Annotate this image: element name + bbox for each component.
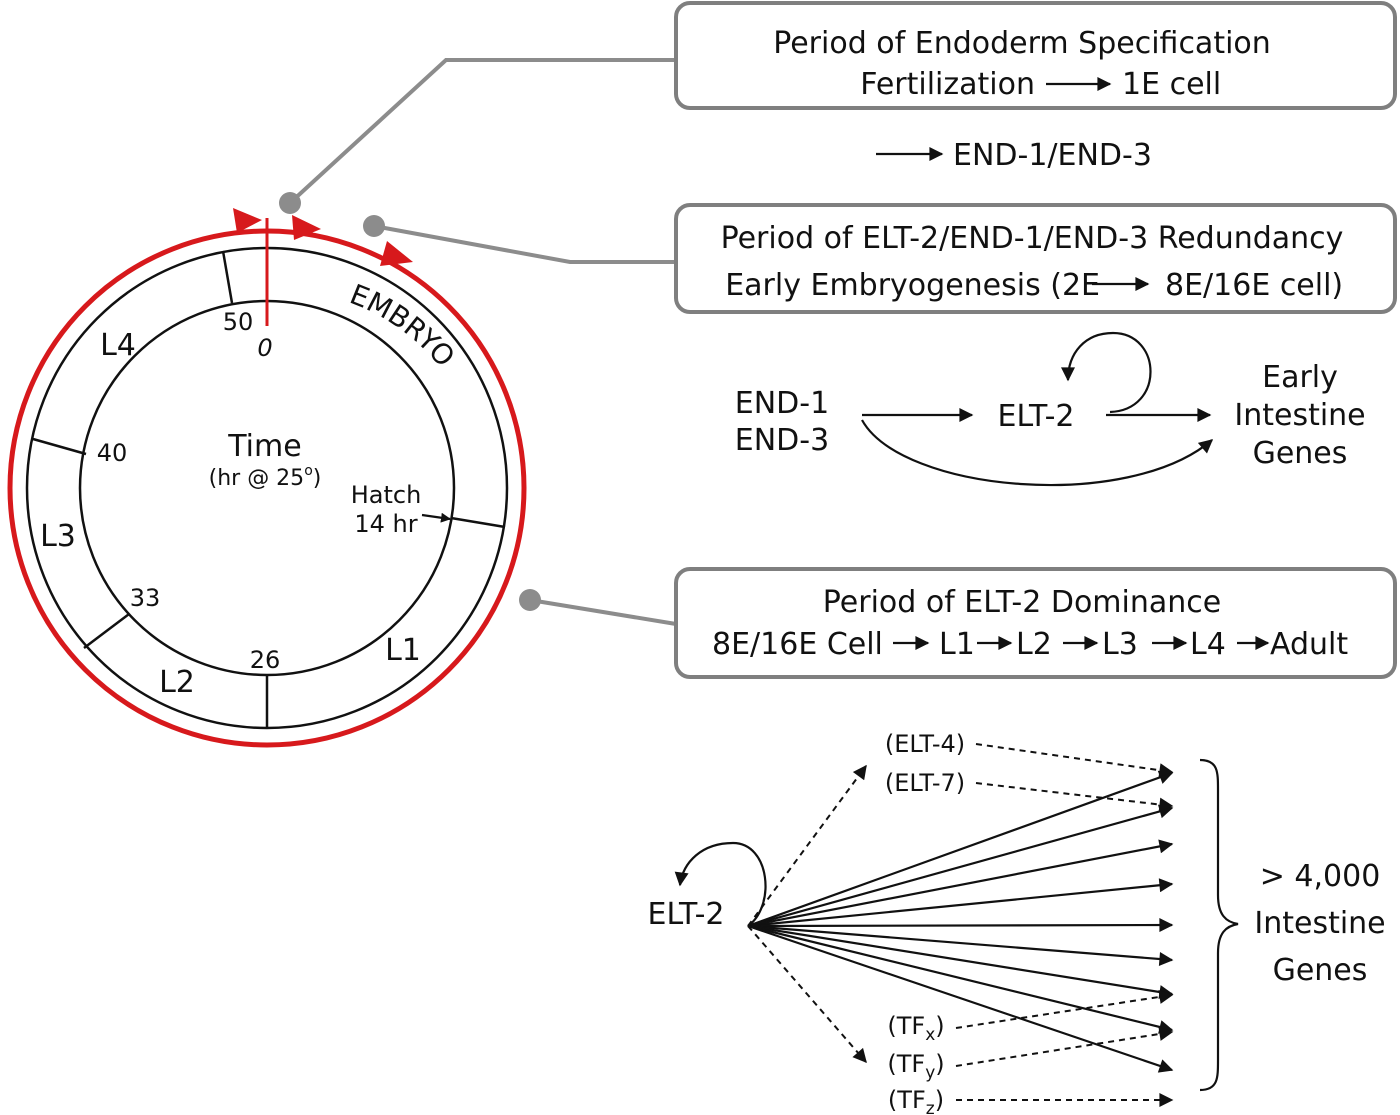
time-title: Time xyxy=(227,429,301,464)
red-arrowhead-1 xyxy=(233,208,262,233)
mid-end1-end3: END-1/END-3 xyxy=(953,138,1152,173)
net2-intestine: Intestine xyxy=(1254,906,1385,941)
connector-dot-2 xyxy=(363,215,385,237)
red-arrowhead-2 xyxy=(292,215,321,240)
tick-hatch xyxy=(450,516,506,529)
tick-50 xyxy=(221,250,234,304)
box2-early: Early Embryogenesis (2E xyxy=(725,268,1100,303)
stage-l3: L3 xyxy=(40,519,76,554)
net2-elt4: (ELT-4) xyxy=(885,730,965,758)
red-arrowhead-3 xyxy=(380,241,413,266)
box-dominance: Period of ELT-2 Dominance 8E/16E Cell L1… xyxy=(674,567,1397,679)
box3-l1: L1 xyxy=(939,627,975,662)
hatch-label: Hatch xyxy=(351,481,422,509)
elt2-to-gene-arrow-4 xyxy=(747,878,1174,928)
net2-genes-brace xyxy=(1199,758,1239,1092)
connector-dot-3 xyxy=(519,589,541,611)
connector-specification xyxy=(288,58,676,205)
net1-end-to-genes xyxy=(861,419,1214,487)
net2-elt7: (ELT-7) xyxy=(885,769,965,797)
box1-1e-cell: 1E cell xyxy=(1122,67,1221,102)
box3-l3: L3 xyxy=(1102,627,1138,662)
net2-regulatory-arrows xyxy=(747,743,1174,1107)
box-endoderm-specification: Period of Endoderm Specification Fertili… xyxy=(674,1,1397,110)
net1-intestine: Intestine xyxy=(1234,398,1365,433)
net2-tfy: (TFy) xyxy=(887,1050,944,1083)
net2-elt2-self-loop xyxy=(674,841,767,927)
connector-dominance xyxy=(529,598,677,626)
net2-tfz: (TFz) xyxy=(888,1086,944,1115)
elt2-to-gene-arrow-8 xyxy=(747,924,1174,1034)
tick-40 xyxy=(32,437,87,456)
elt2-to-gene-arrow-2 xyxy=(747,804,1174,928)
stage-l4: L4 xyxy=(100,328,136,363)
time-26: 26 xyxy=(250,646,281,674)
time-50: 50 xyxy=(223,308,254,336)
time-units: (hr @ 25o) xyxy=(209,463,322,491)
network-dominance: ELT-2 (ELT-4) (ELT-7) (TFx) (TFy) (TFz) … xyxy=(647,730,1385,1115)
time-33: 33 xyxy=(130,584,161,612)
net2-tfx: (TFx) xyxy=(887,1012,944,1045)
box2-title: Period of ELT-2/END-1/END-3 Redundancy xyxy=(721,221,1344,256)
box3-8e16e: 8E/16E Cell xyxy=(712,627,883,662)
tfy-to-genes-dashed-arrow xyxy=(955,1027,1174,1067)
box2-8e16e: 8E/16E cell) xyxy=(1165,268,1343,303)
tfx-to-genes-dashed-arrow xyxy=(955,989,1174,1029)
box1-fertilization: Fertilization xyxy=(860,67,1035,102)
net1-genes: Genes xyxy=(1253,436,1348,471)
net1-end1: END-1 xyxy=(735,386,829,421)
elt2-to-gene-arrow-6 xyxy=(747,924,1174,966)
hatch-arrow xyxy=(421,512,451,523)
elt4-to-genes-dashed-arrow xyxy=(975,743,1174,778)
box3-l4: L4 xyxy=(1190,627,1226,662)
elt2-to-elt4-dashed-arrow xyxy=(747,764,867,927)
elt2-to-gene-arrow-7 xyxy=(747,924,1174,999)
tick-33 xyxy=(83,613,130,649)
elt2-to-gene-arrow-9 xyxy=(747,924,1174,1073)
hatch-time: 14 hr xyxy=(354,510,417,538)
time-40: 40 xyxy=(97,439,128,467)
life-cycle-clock: L4 L3 L2 L1 50 0 40 33 26 Time (hr @ 25o… xyxy=(7,208,527,748)
elt2-to-gene-arrow-3 xyxy=(747,839,1174,928)
stage-l1: L1 xyxy=(385,633,421,668)
elt2-to-tf-dashed-arrow xyxy=(747,925,867,1064)
connector-redundancy xyxy=(373,224,676,264)
box1-title: Period of Endoderm Specification xyxy=(773,26,1271,61)
net2-genes: Genes xyxy=(1273,953,1368,988)
box3-title: Period of ELT-2 Dominance xyxy=(823,585,1221,620)
time-0: 0 xyxy=(257,334,272,362)
connector-dot-1 xyxy=(279,192,301,214)
box3-l2: L2 xyxy=(1016,627,1052,662)
net1-early: Early xyxy=(1262,360,1338,395)
net1-end3: END-3 xyxy=(735,423,829,458)
net2-count: > 4,000 xyxy=(1260,859,1381,894)
net1-elt2-self-loop xyxy=(1061,331,1152,414)
network-redundancy: END-1 END-3 ELT-2 Early Intestine Genes xyxy=(735,331,1366,487)
elt2-to-gene-arrow-5 xyxy=(747,918,1174,933)
stage-l2: L2 xyxy=(159,665,195,700)
net1-elt2: ELT-2 xyxy=(997,399,1074,434)
box-redundancy: Period of ELT-2/END-1/END-3 Redundancy E… xyxy=(674,203,1397,314)
net2-elt2: ELT-2 xyxy=(647,897,724,932)
box3-adult: Adult xyxy=(1270,627,1348,662)
elt7-to-genes-dashed-arrow xyxy=(975,782,1174,812)
